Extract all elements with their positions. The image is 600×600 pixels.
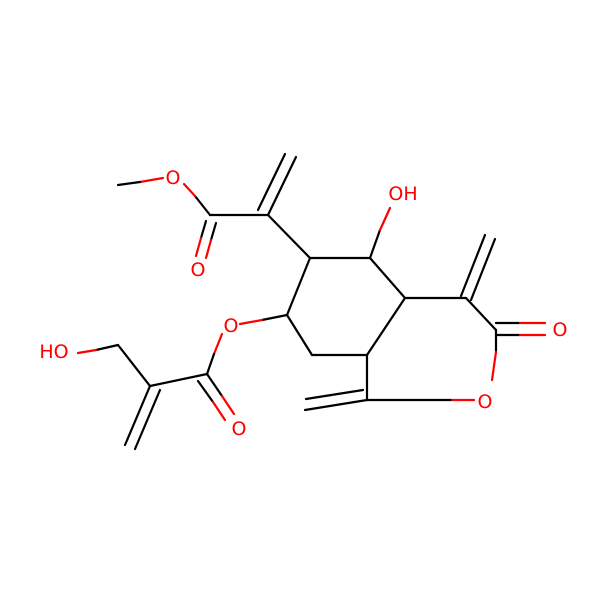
- oxygen-label: O: [553, 319, 568, 341]
- oxygen-label: O: [232, 418, 247, 440]
- bond: [459, 233, 487, 298]
- oxygen-label: O: [224, 315, 239, 337]
- hydroxyl-label: OH: [388, 183, 417, 205]
- bond: [490, 350, 498, 382]
- lactone-bonds: [424, 321, 547, 402]
- ring-bonds: [285, 256, 498, 402]
- bond: [365, 296, 407, 357]
- bond: [256, 152, 287, 212]
- hydroxyl-label: HO: [39, 341, 68, 363]
- bond: [204, 238, 213, 260]
- bond: [193, 194, 212, 217]
- oxygen-label: O: [478, 391, 493, 413]
- bond: [133, 388, 162, 451]
- oxygen-label: O: [191, 259, 206, 281]
- exo-methylene: [459, 233, 497, 302]
- bond: [76, 348, 98, 355]
- bond: [469, 237, 497, 302]
- bond: [260, 313, 289, 322]
- bond: [378, 206, 392, 232]
- bond: [285, 313, 314, 357]
- bond: [212, 332, 224, 356]
- bond: [138, 176, 165, 184]
- bond: [220, 394, 236, 416]
- bond: [368, 256, 407, 300]
- bond: [303, 398, 369, 412]
- atom-labels: O O OH O O O O HO: [39, 167, 567, 440]
- oxygen-label: O: [166, 167, 181, 189]
- bond: [196, 379, 215, 404]
- bond: [464, 296, 498, 332]
- bond: [266, 213, 312, 260]
- bond: [205, 372, 224, 398]
- bond: [116, 180, 142, 187]
- bond: [94, 343, 120, 352]
- hydroxymethyl-acrylate-group: [76, 313, 289, 451]
- bond: [304, 388, 365, 401]
- bond: [123, 384, 152, 447]
- bond: [194, 236, 203, 258]
- methyl-acrylate-group: [116, 152, 312, 260]
- ring-hydroxyl-bond: [368, 206, 392, 260]
- bond: [285, 256, 312, 317]
- vinyl-group: [303, 388, 369, 412]
- bond: [116, 343, 152, 388]
- bond: [238, 318, 264, 326]
- bond: [148, 372, 209, 388]
- bond: [199, 219, 208, 240]
- bond: [205, 352, 216, 376]
- bond: [211, 400, 227, 422]
- bond: [266, 155, 298, 217]
- bond: [368, 228, 382, 260]
- bond: [182, 182, 197, 198]
- bond: [209, 221, 218, 242]
